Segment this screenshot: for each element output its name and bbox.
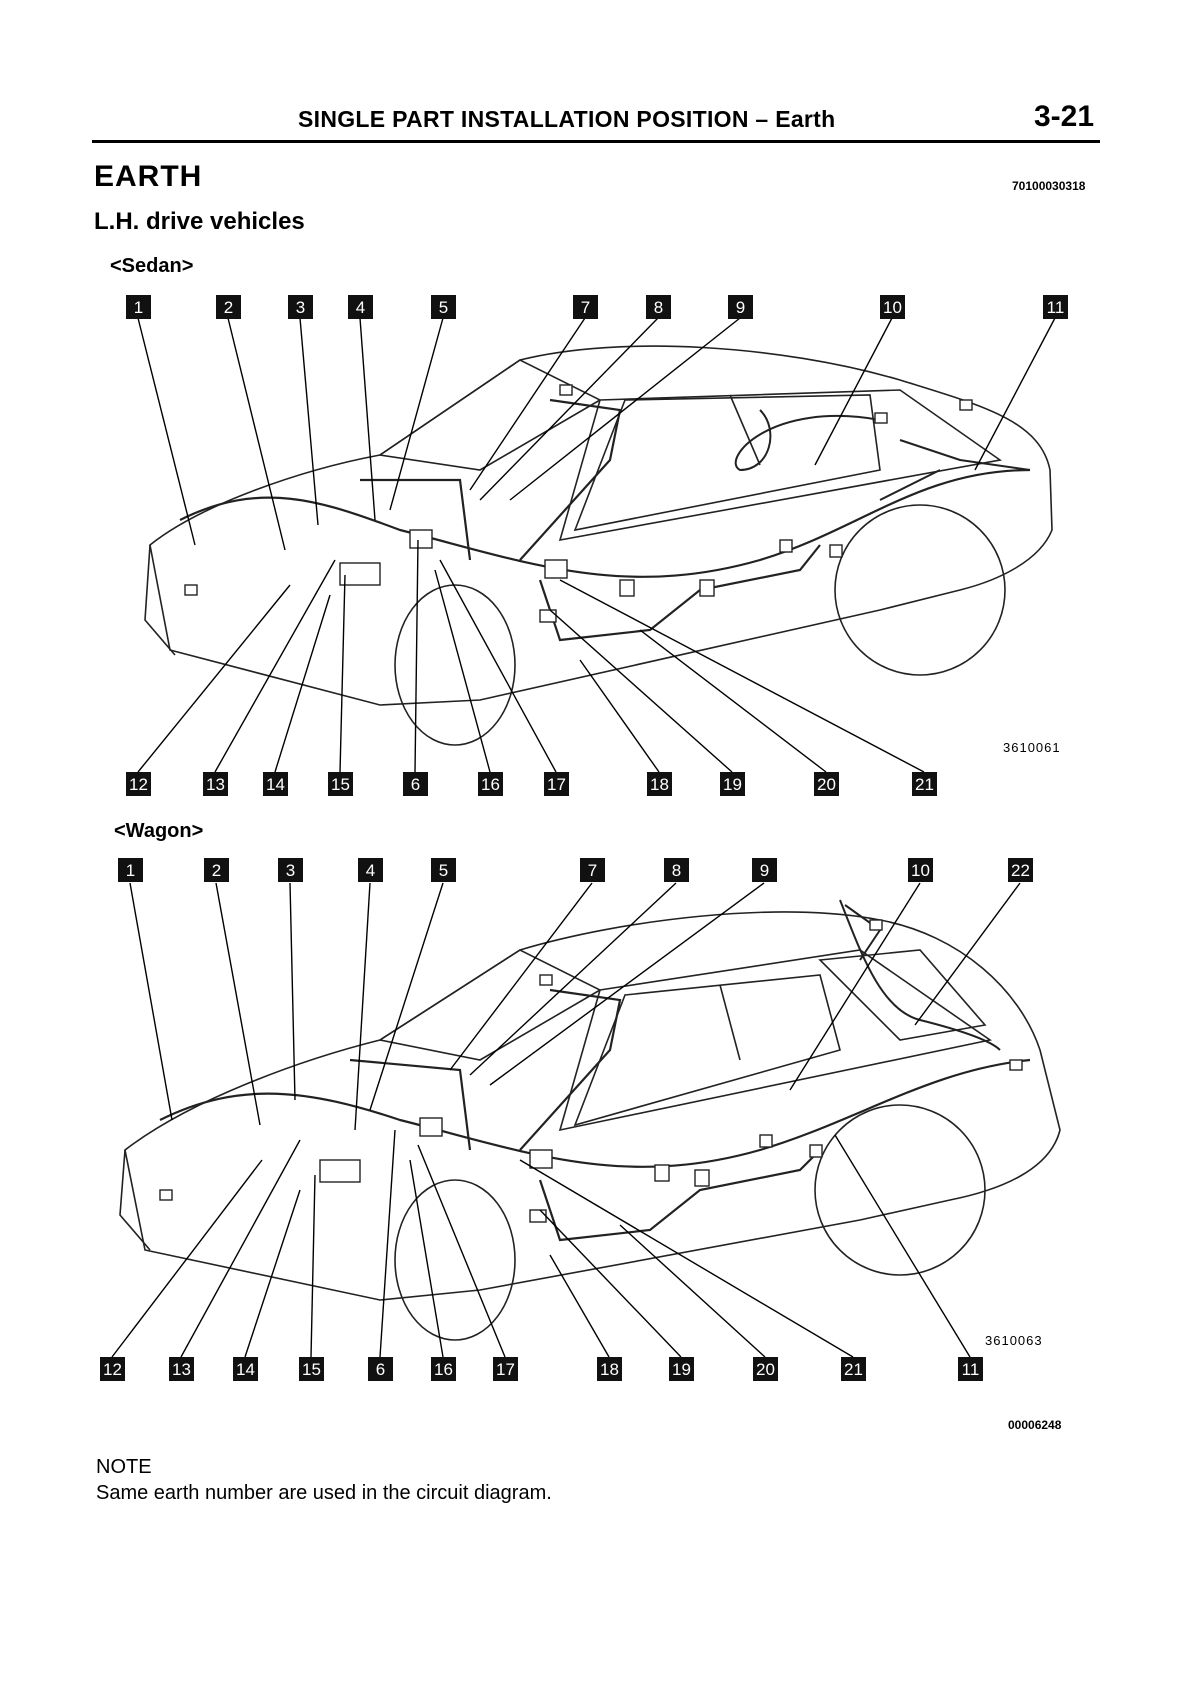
earth-point-label-10: 10 — [880, 295, 905, 319]
svg-text:13: 13 — [172, 1360, 191, 1379]
wagon-bottom-badges: 12 13 14 15 6 16 17 18 19 20 21 11 — [100, 1357, 983, 1381]
svg-text:4: 4 — [356, 298, 365, 317]
sedan-figure-ref: 3610061 — [1003, 740, 1061, 755]
svg-text:1: 1 — [126, 861, 135, 880]
footer-code: 00006248 — [1008, 1418, 1061, 1432]
sedan-top-badges: 1 2 3 4 5 7 8 9 10 11 — [126, 295, 1068, 319]
svg-text:18: 18 — [650, 775, 669, 794]
svg-text:2: 2 — [224, 298, 233, 317]
earth-point-label-19: 19 — [669, 1357, 694, 1381]
earth-point-label-17: 17 — [493, 1357, 518, 1381]
earth-point-label-14: 14 — [263, 772, 288, 796]
svg-text:20: 20 — [756, 1360, 775, 1379]
earth-point-label-19: 19 — [720, 772, 745, 796]
earth-point-label-7: 7 — [580, 858, 605, 882]
svg-text:20: 20 — [817, 775, 836, 794]
svg-text:2: 2 — [212, 861, 221, 880]
svg-text:9: 9 — [760, 861, 769, 880]
svg-text:15: 15 — [331, 775, 350, 794]
svg-text:7: 7 — [581, 298, 590, 317]
earth-point-label-18: 18 — [597, 1357, 622, 1381]
earth-point-label-2: 2 — [216, 295, 241, 319]
svg-text:3: 3 — [286, 861, 295, 880]
svg-text:10: 10 — [911, 861, 930, 880]
svg-text:14: 14 — [236, 1360, 255, 1379]
svg-text:12: 12 — [129, 775, 148, 794]
svg-text:9: 9 — [736, 298, 745, 317]
svg-text:17: 17 — [496, 1360, 515, 1379]
earth-point-label-16: 16 — [431, 1357, 456, 1381]
earth-point-label-13: 13 — [203, 772, 228, 796]
svg-text:21: 21 — [915, 775, 934, 794]
svg-text:5: 5 — [439, 298, 448, 317]
svg-text:10: 10 — [883, 298, 902, 317]
sedan-bottom-badges: 12 13 14 15 6 16 17 18 19 20 21 — [126, 772, 937, 796]
svg-text:3: 3 — [296, 298, 305, 317]
earth-point-label-1: 1 — [126, 295, 151, 319]
earth-point-label-8: 8 — [646, 295, 671, 319]
earth-point-label-12: 12 — [126, 772, 151, 796]
earth-point-label-4: 4 — [348, 295, 373, 319]
earth-point-label-11: 11 — [1043, 295, 1068, 319]
wagon-figure-ref: 3610063 — [985, 1333, 1043, 1348]
earth-point-label-6: 6 — [403, 772, 428, 796]
note-label: NOTE — [96, 1456, 152, 1479]
svg-text:8: 8 — [654, 298, 663, 317]
wagon-top-badges: 1 2 3 4 5 7 8 9 10 22 — [118, 858, 1033, 882]
svg-text:6: 6 — [411, 775, 420, 794]
earth-point-label-3: 3 — [288, 295, 313, 319]
earth-point-label-15: 15 — [299, 1357, 324, 1381]
svg-text:7: 7 — [588, 861, 597, 880]
earth-point-label-2: 2 — [204, 858, 229, 882]
earth-point-label-21: 21 — [841, 1357, 866, 1381]
svg-text:6: 6 — [376, 1360, 385, 1379]
earth-point-label-8: 8 — [664, 858, 689, 882]
earth-point-label-17: 17 — [544, 772, 569, 796]
svg-text:21: 21 — [844, 1360, 863, 1379]
earth-point-label-20: 20 — [814, 772, 839, 796]
earth-point-label-16: 16 — [478, 772, 503, 796]
earth-point-label-20: 20 — [753, 1357, 778, 1381]
earth-point-label-5: 5 — [431, 295, 456, 319]
note-text: Same earth number are used in the circui… — [96, 1482, 552, 1505]
svg-text:19: 19 — [723, 775, 742, 794]
svg-text:11: 11 — [962, 1360, 980, 1379]
earth-point-label-13: 13 — [169, 1357, 194, 1381]
svg-text:11: 11 — [1047, 298, 1065, 317]
svg-text:16: 16 — [434, 1360, 453, 1379]
earth-point-label-9: 9 — [728, 295, 753, 319]
earth-point-label-5: 5 — [431, 858, 456, 882]
svg-text:16: 16 — [481, 775, 500, 794]
svg-text:4: 4 — [366, 861, 375, 880]
earth-point-label-11: 11 — [958, 1357, 983, 1381]
svg-text:8: 8 — [672, 861, 681, 880]
svg-text:12: 12 — [103, 1360, 122, 1379]
earth-point-label-7: 7 — [573, 295, 598, 319]
earth-point-label-9: 9 — [752, 858, 777, 882]
svg-text:15: 15 — [302, 1360, 321, 1379]
earth-point-label-6: 6 — [368, 1357, 393, 1381]
svg-text:13: 13 — [206, 775, 225, 794]
earth-point-label-1: 1 — [118, 858, 143, 882]
earth-point-label-22: 22 — [1008, 858, 1033, 882]
earth-point-label-4: 4 — [358, 858, 383, 882]
earth-point-label-3: 3 — [278, 858, 303, 882]
earth-point-label-12: 12 — [100, 1357, 125, 1381]
svg-text:5: 5 — [439, 861, 448, 880]
earth-point-label-14: 14 — [233, 1357, 258, 1381]
svg-text:19: 19 — [672, 1360, 691, 1379]
svg-text:18: 18 — [600, 1360, 619, 1379]
svg-text:22: 22 — [1011, 861, 1030, 880]
svg-text:1: 1 — [134, 298, 143, 317]
earth-point-label-21: 21 — [912, 772, 937, 796]
earth-point-label-18: 18 — [647, 772, 672, 796]
svg-text:14: 14 — [266, 775, 285, 794]
earth-point-label-10: 10 — [908, 858, 933, 882]
svg-text:17: 17 — [547, 775, 566, 794]
earth-point-label-15: 15 — [328, 772, 353, 796]
